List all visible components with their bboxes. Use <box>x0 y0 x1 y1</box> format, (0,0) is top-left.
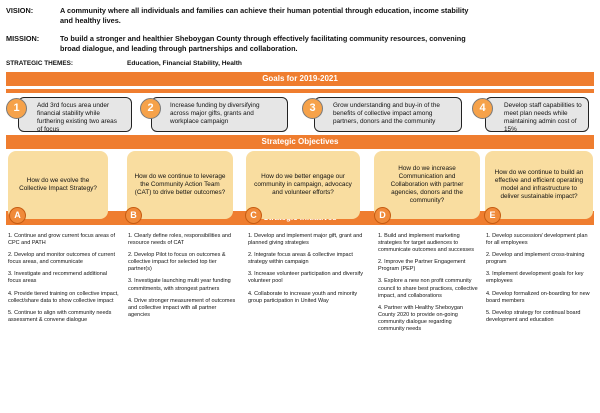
goal-2-line: across major gifts, grants and <box>170 110 254 117</box>
initiative-item: 4. Develop formalized on-boarding for ne… <box>486 290 590 304</box>
objective-text: How do we evolve the Collective Impact S… <box>19 177 97 192</box>
vision-line2: and healthy lives. <box>60 15 121 25</box>
goals-title: Goals for 2019-2021 <box>262 74 338 83</box>
themes-value: Education, Financial Stability, Health <box>127 60 242 67</box>
goal-3-line: benefits of collective impact among <box>333 110 433 117</box>
goal-4-line: Develop staff capabilities to <box>504 102 582 109</box>
objective-card-a: How do we evolve the Collective Impact S… <box>8 151 108 219</box>
objective-text: How do we continue to build an effective… <box>494 169 584 200</box>
vision-line1: A community where all individuals and fa… <box>60 6 469 15</box>
objective-letter-badge: D <box>374 207 391 224</box>
goal-2-line: Increase funding by diversifying <box>170 102 260 109</box>
goals-divider <box>6 89 594 93</box>
goals-banner: Goals for 2019-2021 <box>6 72 594 86</box>
initiative-item: 4. Provide tiered training on collective… <box>8 290 119 304</box>
initiative-item: 4. Partner with Healthy Sheboygan County… <box>378 304 463 333</box>
initiative-item: 2. Develop and implement cross-training … <box>486 252 585 266</box>
goal-box-1: Add 3rd focus area under financial stabi… <box>18 97 132 133</box>
objective-letter-badge: E <box>484 207 501 224</box>
initiative-item: 1. Clearly define roles, responsibilitie… <box>128 233 232 247</box>
initiative-item: 1. Develop and implement major gift, gra… <box>248 233 363 247</box>
initiative-item: 3. Investigate and recommend additional … <box>8 271 108 285</box>
objective-card-d: How do we increase Communication and Col… <box>374 151 480 219</box>
initiative-item: 4. Drive stronger measurement of outcome… <box>128 297 236 318</box>
initiative-item: 2. Develop Pilot to focus on outcomes & … <box>128 252 226 273</box>
objective-card-c: How do we better engage our community in… <box>246 151 360 219</box>
initiatives-column-b: 1. Clearly define roles, responsibilitie… <box>128 233 238 324</box>
initiatives-column-e: 1. Develop succession/ development plan … <box>486 233 592 329</box>
objectives-title: Strategic Objectives <box>261 137 339 146</box>
objective-card-b: How do we continue to leverage the Commu… <box>127 151 233 219</box>
initiative-item: 4. Collaborate to increase youth and min… <box>248 290 358 304</box>
objective-letter-badge: A <box>9 207 26 224</box>
goal-number-badge: 4 <box>472 98 493 119</box>
initiative-item: 3. Investigate launching multi year fund… <box>128 278 231 292</box>
initiatives-column-a: 1. Continue and grow current focus areas… <box>8 233 120 329</box>
initiative-item: 1. Develop succession/ development plan … <box>486 233 588 247</box>
initiative-item: 5. Continue to align with community need… <box>8 309 112 323</box>
vision-label: VISION: <box>6 6 34 15</box>
initiative-item: 2. Improve the Partner Engagement Progra… <box>378 259 466 273</box>
objective-letter-badge: B <box>125 207 142 224</box>
goal-2-line: workplace campaign <box>170 118 229 125</box>
goal-number-badge: 3 <box>302 98 323 119</box>
goal-box-3: Grow understanding and buy-in of the ben… <box>314 97 462 132</box>
goal-1-line: of focus <box>37 126 60 133</box>
objectives-banner: Strategic Objectives <box>6 135 594 149</box>
goal-3-line: partners, donors and the community <box>333 118 436 125</box>
goal-1-line: financial stability while <box>37 110 100 117</box>
objective-card-e: How do we continue to build an effective… <box>485 151 593 219</box>
initiative-item: 1. Continue and grow current focus areas… <box>8 233 116 247</box>
mission-line2: broad dialogue, and leading through part… <box>60 43 298 53</box>
objective-text: How do we increase Communication and Col… <box>390 165 464 204</box>
objective-letter-badge: C <box>245 207 262 224</box>
initiatives-column-c: 1. Develop and implement major gift, gra… <box>248 233 366 310</box>
goal-1-line: Add 3rd focus area under <box>37 102 110 109</box>
initiative-item: 5. Develop strategy for continual board … <box>486 309 581 323</box>
goal-box-2: Increase funding by diversifying across … <box>151 97 288 132</box>
initiative-item: 3. Implement development goals for key e… <box>486 271 584 285</box>
mission-line1: To build a stronger and healthier Sheboy… <box>60 34 466 43</box>
mission-label: MISSION: <box>6 34 40 43</box>
goal-3-line: Grow understanding and buy-in of the <box>333 102 440 109</box>
initiative-item: 3. Explore a new non profit community co… <box>378 278 478 299</box>
mission-text: To build a stronger and healthier Sheboy… <box>60 34 596 53</box>
themes-label: STRATEGIC THEMES: <box>6 60 73 67</box>
initiative-item: 2. Integrate focus areas & collective im… <box>248 252 353 266</box>
goal-box-4: Develop staff capabilities to meet plan … <box>485 97 589 133</box>
initiative-item: 3. Increase volunteer participation and … <box>248 271 363 285</box>
initiatives-column-d: 1. Build and implement marketing strateg… <box>378 233 478 338</box>
goal-number-badge: 2 <box>140 98 161 119</box>
goal-4-line: meet plan needs while <box>504 110 568 117</box>
initiative-item: 2. Develop and monitor outcomes of curre… <box>8 252 116 266</box>
objective-text: How do we better engage our community in… <box>254 173 352 196</box>
goal-4-line: maintaining admin cost of <box>504 118 577 125</box>
objective-text: How do we continue to leverage the Commu… <box>134 173 226 196</box>
goal-4-line: 15% <box>504 126 517 133</box>
goal-number-badge: 1 <box>6 98 27 119</box>
initiative-item: 1. Build and implement marketing strateg… <box>378 233 474 254</box>
vision-text: A community where all individuals and fa… <box>60 6 596 25</box>
goal-1-line: furthering existing two areas <box>37 118 117 125</box>
